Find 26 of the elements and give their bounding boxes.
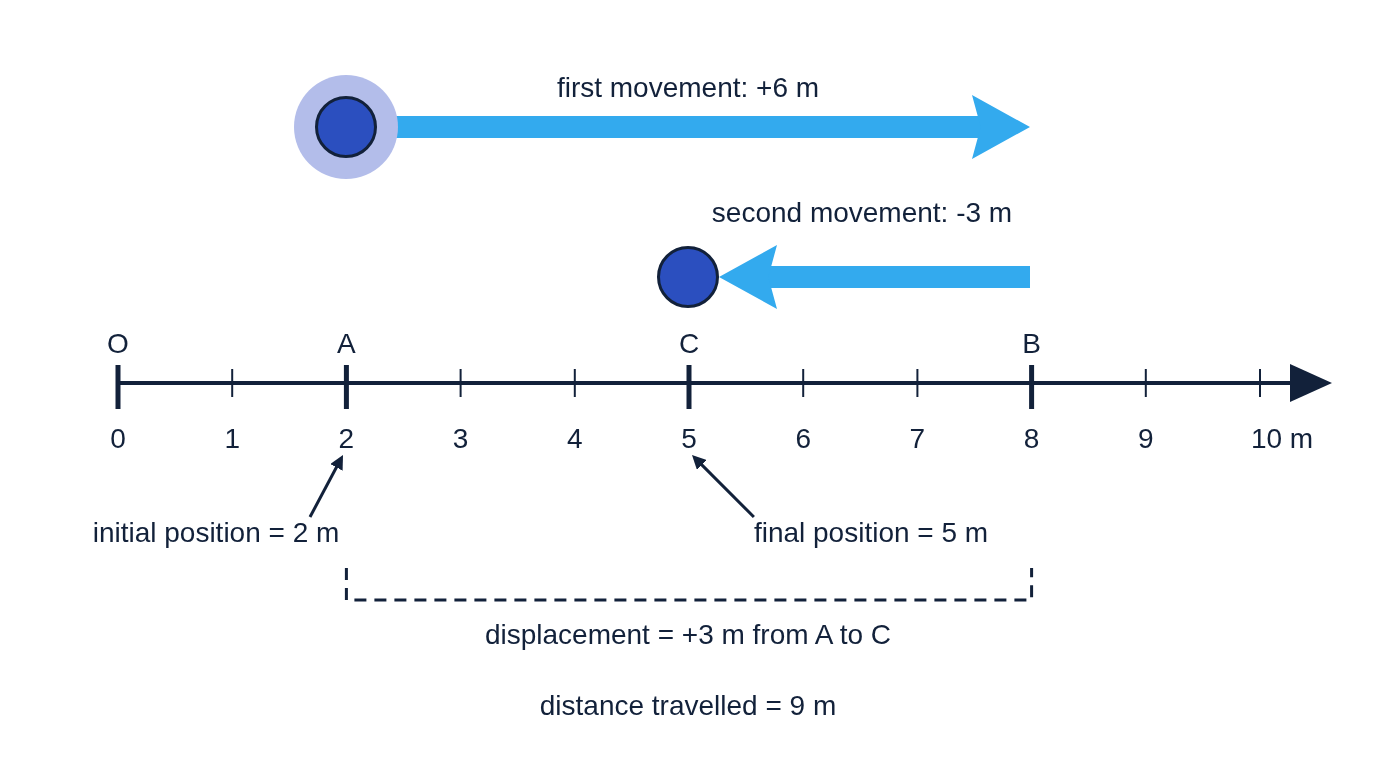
axis-number: 1 (224, 423, 240, 455)
leader-arrow (308, 455, 343, 518)
ball-with-halo (293, 74, 399, 180)
axis-number: 5 (681, 423, 697, 455)
axis-number: 0 (110, 423, 126, 455)
point-label: A (337, 328, 356, 360)
axis-number: 7 (909, 423, 926, 455)
note-text: distance travelled = 9 m (539, 690, 837, 722)
axis-number: 10 m (1250, 423, 1314, 455)
axis-number: 9 (1138, 423, 1154, 455)
point-label: C (678, 328, 700, 360)
axis-number: 8 (1023, 423, 1040, 455)
annotation-text: initial position = 2 m (92, 517, 340, 549)
axis-number: 3 (452, 423, 469, 455)
edge-label: second movement: -3 m (711, 197, 1013, 229)
movement-arrow (719, 245, 1030, 309)
axis-number: 4 (567, 423, 583, 455)
point-label: B (1022, 328, 1041, 360)
annotation-text: final position = 5 m (753, 517, 989, 549)
edge-label: first movement: +6 m (556, 72, 820, 104)
point-label: O (107, 328, 129, 360)
axis-number: 2 (338, 423, 355, 455)
ball (656, 245, 720, 309)
note-text: displacement = +3 m from A to C (484, 619, 892, 651)
leader-arrow (692, 455, 755, 519)
axis-number: 6 (795, 423, 811, 455)
